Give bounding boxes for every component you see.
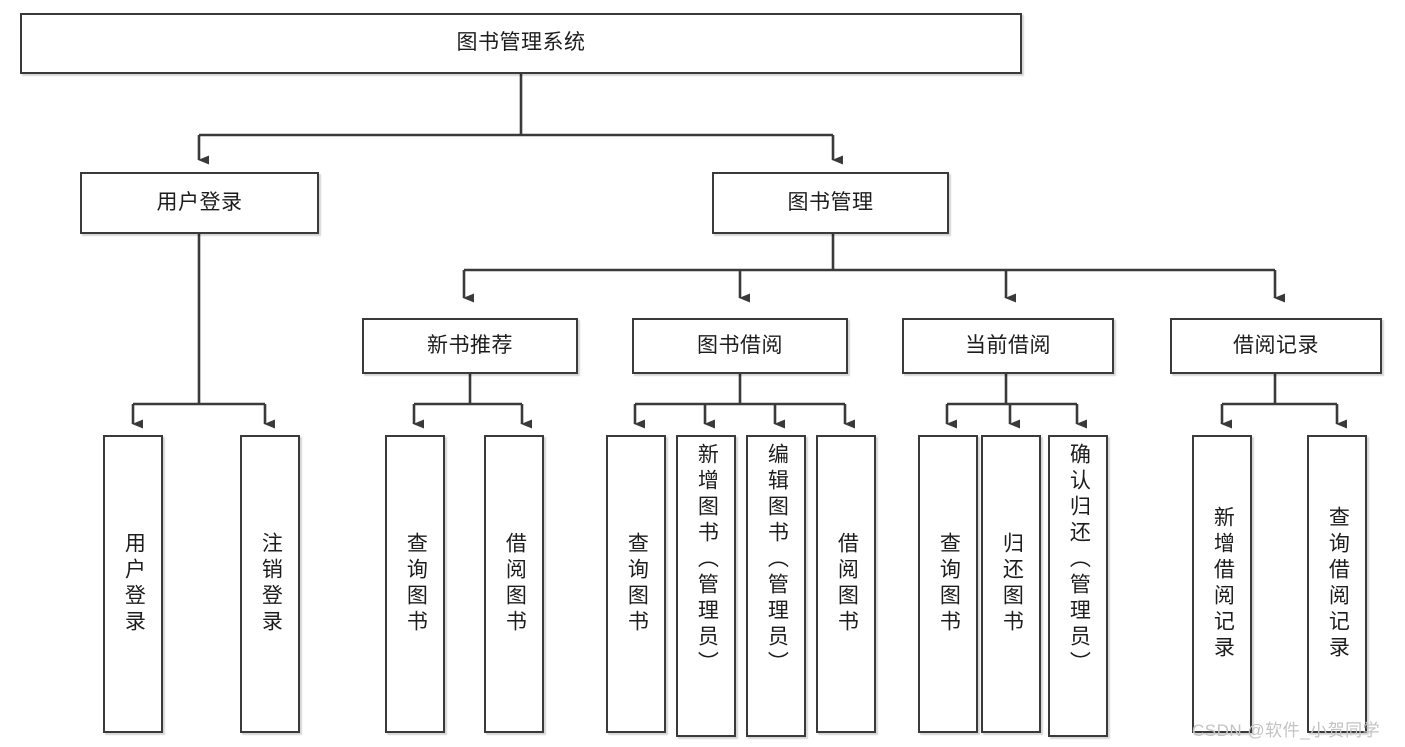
node-current-borrow[interactable]: 当前借阅 bbox=[902, 318, 1114, 374]
node-leaf-query-book-3[interactable]: 查询图书 bbox=[918, 435, 978, 733]
node-leaf-query-book-2-label: 查询图书 bbox=[625, 532, 649, 636]
node-leaf-add-book-label: 新增图书（管理员） bbox=[695, 443, 719, 677]
node-leaf-query-book-3-label: 查询图书 bbox=[937, 532, 961, 636]
node-user-login[interactable]: 用户登录 bbox=[80, 172, 319, 234]
node-leaf-edit-book-label: 编辑图书（管理员） bbox=[765, 443, 789, 677]
node-new-book-recommend[interactable]: 新书推荐 bbox=[362, 318, 578, 374]
node-leaf-borrow-book-2-label: 借阅图书 bbox=[835, 532, 859, 636]
node-book-management-label: 图书管理 bbox=[787, 190, 874, 214]
node-leaf-add-record[interactable]: 新增借阅记录 bbox=[1192, 435, 1252, 733]
node-borrow-record[interactable]: 借阅记录 bbox=[1170, 318, 1382, 374]
node-leaf-query-record[interactable]: 查询借阅记录 bbox=[1307, 435, 1367, 733]
node-leaf-return-book-label: 归还图书 bbox=[1000, 532, 1024, 636]
node-root[interactable]: 图书管理系统 bbox=[20, 13, 1022, 74]
node-leaf-user-login[interactable]: 用户登录 bbox=[103, 435, 163, 733]
node-current-borrow-label: 当前借阅 bbox=[965, 333, 1051, 357]
node-leaf-query-book-1[interactable]: 查询图书 bbox=[385, 435, 445, 733]
node-leaf-query-book-2[interactable]: 查询图书 bbox=[606, 435, 666, 733]
node-leaf-confirm-return[interactable]: 确认归还（管理员） bbox=[1048, 435, 1108, 737]
node-book-borrow[interactable]: 图书借阅 bbox=[632, 318, 848, 374]
csdn-watermark: CSDN @软件_小贺同学 bbox=[1192, 721, 1381, 740]
node-user-login-label: 用户登录 bbox=[156, 190, 243, 214]
node-leaf-logout-login-label: 注销登录 bbox=[259, 532, 283, 636]
node-leaf-edit-book[interactable]: 编辑图书（管理员） bbox=[746, 435, 806, 737]
node-leaf-add-record-label: 新增借阅记录 bbox=[1211, 506, 1235, 662]
node-book-management[interactable]: 图书管理 bbox=[712, 172, 949, 234]
node-leaf-query-record-label: 查询借阅记录 bbox=[1326, 506, 1350, 662]
node-leaf-return-book[interactable]: 归还图书 bbox=[981, 435, 1041, 733]
node-leaf-borrow-book-1[interactable]: 借阅图书 bbox=[484, 435, 544, 733]
node-leaf-borrow-book-2[interactable]: 借阅图书 bbox=[816, 435, 876, 733]
node-leaf-add-book[interactable]: 新增图书（管理员） bbox=[676, 435, 736, 737]
node-book-borrow-label: 图书借阅 bbox=[697, 333, 783, 357]
node-borrow-record-label: 借阅记录 bbox=[1233, 333, 1319, 357]
node-leaf-query-book-1-label: 查询图书 bbox=[404, 532, 428, 636]
node-new-book-recommend-label: 新书推荐 bbox=[427, 333, 513, 357]
node-leaf-confirm-return-label: 确认归还（管理员） bbox=[1067, 443, 1091, 677]
node-root-label: 图书管理系统 bbox=[456, 31, 586, 55]
node-leaf-logout-login[interactable]: 注销登录 bbox=[240, 435, 300, 733]
node-leaf-user-login-label: 用户登录 bbox=[122, 532, 146, 636]
node-leaf-borrow-book-1-label: 借阅图书 bbox=[503, 532, 527, 636]
